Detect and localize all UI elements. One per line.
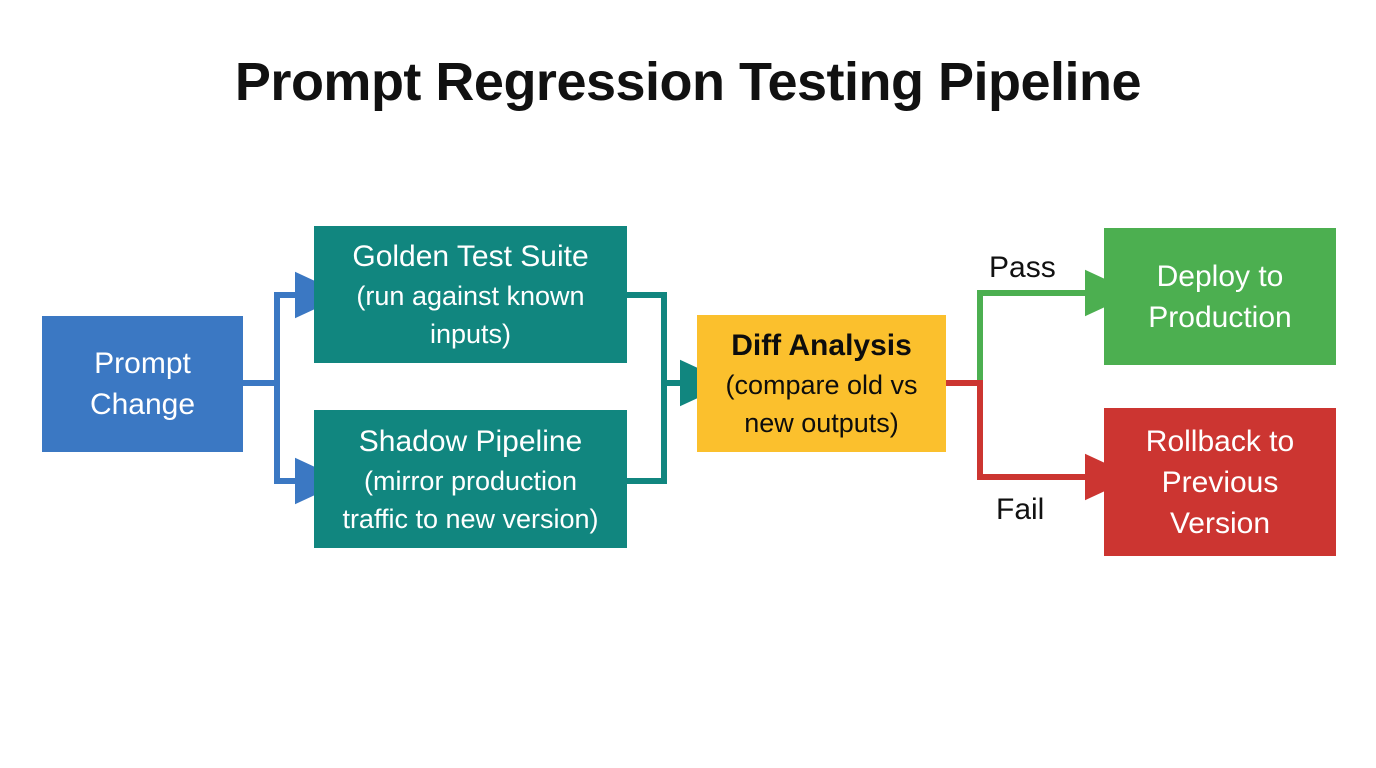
edge-shadow-to-diff — [627, 383, 667, 484]
edge-label-fail: Fail — [996, 493, 1045, 526]
node-diff-analysis-title: Diff Analysis — [731, 329, 912, 362]
node-golden-test-suite[interactable]: Golden Test Suite (run against known inp… — [314, 226, 627, 363]
edge-diff-to-rollback — [946, 380, 1136, 501]
node-diff-analysis-sub-line-2: new outputs) — [744, 408, 899, 438]
edge-golden-to-diff — [627, 292, 667, 383]
node-deploy-production-title-line-2: Production — [1148, 300, 1292, 334]
node-shadow-pipeline-sub-line-1: (mirror production — [363, 465, 578, 496]
node-prompt-change-title-line-1: Prompt — [94, 347, 191, 380]
node-diff-analysis-sub-line-1: (compare old vs — [725, 370, 918, 400]
node-shadow-pipeline[interactable]: Shadow Pipeline (mirror production traff… — [314, 410, 627, 548]
edge-prompt-to-shadow — [274, 383, 346, 505]
node-rollback-previous-title-line-2: Previous — [1161, 465, 1279, 499]
node-golden-test-suite-sub-line-2: inputs) — [429, 319, 512, 349]
node-shadow-pipeline-sub-line-2: traffic to new version) — [342, 503, 599, 534]
node-diff-analysis[interactable]: Diff Analysis (compare old vs new output… — [697, 315, 946, 452]
node-rollback-previous[interactable]: Rollback to Previous Version — [1104, 408, 1336, 556]
edge-prompt-to-golden — [274, 271, 346, 383]
node-prompt-change[interactable]: Prompt Change — [42, 316, 243, 452]
node-deploy-production[interactable]: Deploy to Production — [1104, 228, 1336, 365]
edge-label-pass: Pass — [989, 251, 1056, 284]
node-rollback-previous-title-line-1: Rollback to — [1145, 424, 1295, 458]
page-title: Prompt Regression Testing Pipeline — [234, 52, 1142, 112]
node-rollback-previous-title-line-3: Version — [1169, 506, 1271, 540]
edge-diff-to-deploy — [946, 269, 1136, 386]
node-prompt-change-title-line-2: Change — [89, 388, 196, 421]
node-deploy-production-title-line-1: Deploy to — [1156, 259, 1284, 293]
node-golden-test-suite-title: Golden Test Suite — [352, 240, 589, 273]
node-golden-test-suite-sub-line-1: (run against known — [356, 281, 585, 311]
node-shadow-pipeline-title: Shadow Pipeline — [358, 424, 583, 458]
